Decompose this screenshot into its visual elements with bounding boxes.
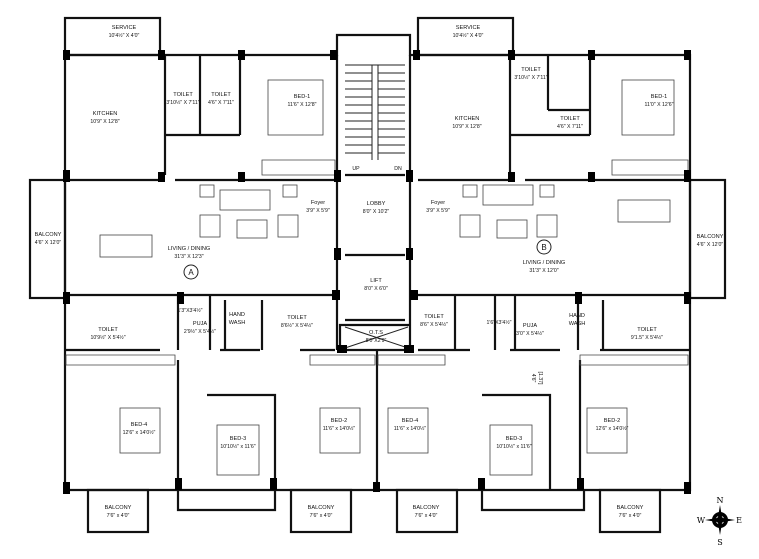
stair-down-label: DN (394, 166, 402, 172)
duct-size: 1'6"X3'4½" (487, 319, 512, 326)
bed-1-size: 11'0" X 12'6" (645, 102, 674, 108)
toilet-label: TOILET (287, 315, 307, 321)
hand-wash-label: WASH (569, 321, 586, 327)
bed-1-label: BED-1 (294, 94, 310, 100)
toilet-size: 3'10½" X 7'11" (514, 74, 547, 81)
columns (63, 50, 691, 494)
stairs (344, 64, 409, 349)
toilet-size: 9'1.5" X 5'4½" (631, 334, 663, 341)
unit-b-labels: SERVICE 10'4½" X 4'0" KITCHEN 10'9" X 12… (394, 25, 724, 519)
bed-2-label: BED-2 (604, 418, 620, 424)
foyer-size: 3'9" X 5'9" (306, 208, 330, 214)
duct-size: 1'3"X3'4½" (178, 307, 203, 314)
bed-4-label: BED-4 (402, 418, 418, 424)
lift-size: 8'0" X 6'0" (364, 286, 388, 292)
kitchen-size: 10'9" X 12'8" (452, 124, 481, 130)
corridor-dimension-metric: [1.37] (537, 372, 543, 386)
balcony-size: 7'6" x 4'0" (415, 513, 438, 519)
balcony-size: 4'6" X 12'0" (35, 240, 62, 246)
balcony-size: 7'6" x 4'0" (619, 513, 642, 519)
toilet-label: TOILET (98, 327, 118, 333)
toilet-label: TOILET (560, 116, 580, 122)
compass-south: S (717, 538, 722, 547)
toilet-label: TOILET (521, 67, 541, 73)
service-size: 10'4½" X 4'0" (109, 32, 140, 39)
balcony-label: BALCONY (413, 505, 440, 511)
bed-3-label: BED-3 (506, 436, 522, 442)
balcony-label: BALCONY (35, 232, 62, 238)
kitchen-label: KITCHEN (93, 111, 118, 117)
kitchen-size: 10'9" X 12'8" (90, 119, 119, 125)
bed-2-size: 11'6" x 14'0½" (323, 425, 356, 432)
hand-wash-label: HAND (229, 312, 245, 318)
unit-a-labels: SERVICE 10'4½" X 4'0" KITCHEN 10'9" X 12… (35, 25, 356, 519)
lift-label: LIFT (370, 278, 382, 284)
unit-marker-label: B (541, 243, 546, 252)
bed-4-size: 12'6" x 14'0½" (123, 429, 156, 436)
bed-2-size: 12'6" x 14'0½" (596, 425, 629, 432)
balcony-size: 7'6" x 4'0" (310, 513, 333, 519)
toilet-size: 10'9½" X 5'4½" (90, 334, 125, 341)
balcony-size: 7'6" x 4'0" (107, 513, 130, 519)
bed-4-size: 11'6" x 14'0½" (394, 425, 427, 432)
bed-3-size: 10'10½" x 11'6" (220, 443, 255, 450)
toilet-size: 4'6" X 7'11" (557, 124, 583, 130)
bed-1-size: 11'6" X 12'8" (288, 102, 317, 108)
toilet-size: 3'10½" X 7'11" (166, 99, 199, 106)
kitchen-label: KITCHEN (455, 116, 480, 122)
bed-2-label: BED-2 (331, 418, 347, 424)
bed-3-label: BED-3 (230, 436, 246, 442)
balcony-label: BALCONY (308, 505, 335, 511)
unit-marker (536, 239, 552, 255)
toilet-label: TOILET (637, 327, 657, 333)
compass-west: W (697, 516, 706, 525)
toilet-size: 8'6½" X 5'4½" (281, 322, 313, 329)
compass-east: E (736, 516, 742, 525)
toilet-size: 4'6" X 7'11" (208, 100, 234, 106)
ots-label: O.T.S (369, 330, 383, 336)
living-dining-label: LIVING / DINING (168, 246, 211, 252)
toilet-label: TOILET (424, 314, 444, 320)
foyer-label: Foyer (431, 200, 445, 206)
hand-wash-label: WASH (229, 320, 246, 326)
balcony-size: 4'6" X 12'0" (697, 242, 724, 248)
compass-rose-icon: N S E W (697, 496, 742, 547)
toilet-label: TOILET (211, 92, 231, 98)
puja-size: 3'0" X 5'4½" (516, 330, 544, 337)
service-label: SERVICE (456, 25, 481, 31)
puja-label: PUJA (523, 323, 538, 329)
living-dining-size: 31'3" X 12'0" (529, 268, 558, 274)
living-dining-size: 31'3" X 12'3" (174, 254, 203, 260)
core-labels: UP DN LOBBY 8'0" X 10'2" LIFT 8'0" X 6'0… (352, 166, 543, 385)
bed-1-label: BED-1 (651, 94, 667, 100)
unit-marker (183, 264, 199, 280)
unit-marker-label: A (188, 268, 194, 277)
corridor-dimension: 4'6" (530, 374, 536, 383)
puja-label: PUJA (193, 321, 208, 327)
lobby-size: 8'0" X 10'2" (363, 209, 390, 215)
stair-up-label: UP (352, 166, 360, 172)
balcony-label: BALCONY (697, 234, 724, 240)
service-label: SERVICE (112, 25, 137, 31)
puja-size: 2'9½" X 5'4½" (184, 328, 216, 335)
toilet-label: TOILET (173, 92, 193, 98)
foyer-size: 3'9" X 5'9" (426, 208, 450, 214)
bed-4-label: BED-4 (131, 422, 147, 428)
walls (28, 16, 727, 534)
compass-north: N (717, 496, 724, 505)
bed-3-size: 10'10½" x 11'6" (496, 443, 531, 450)
balcony-label: BALCONY (105, 505, 132, 511)
lobby-label: LOBBY (367, 201, 386, 207)
toilet-size: 8'6" X 5'4½" (420, 321, 448, 328)
ots-size: 8'0"X2'9" (366, 338, 387, 344)
foyer-label: Foyer (311, 200, 325, 206)
hand-wash-label: HAND (569, 313, 585, 319)
living-dining-label: LIVING / DINING (523, 260, 566, 266)
balcony-label: BALCONY (617, 505, 644, 511)
service-size: 10'4½" X 4'0" (453, 32, 484, 39)
